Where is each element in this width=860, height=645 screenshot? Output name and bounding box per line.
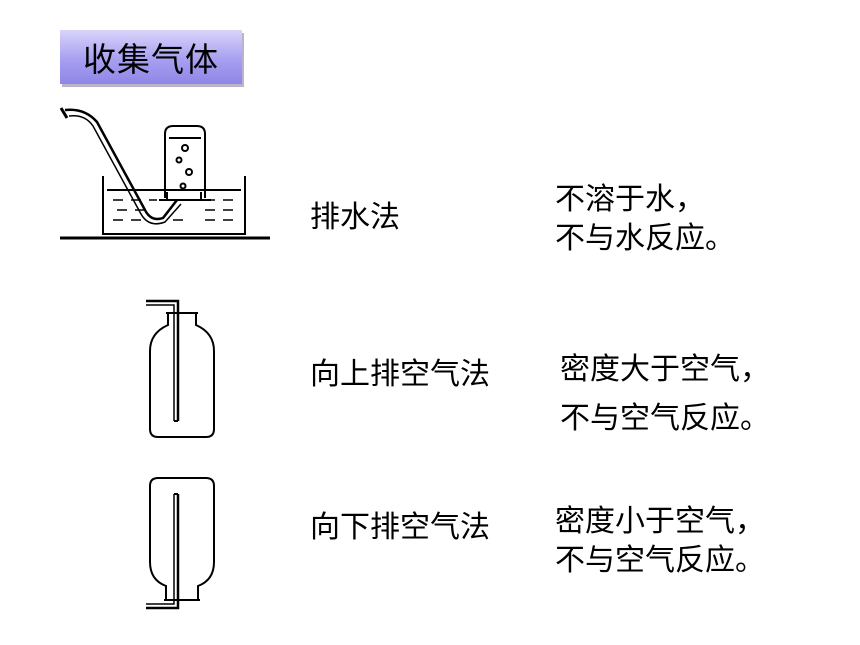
condition-line: 不溶于水， xyxy=(555,182,705,217)
method-label: 排水法 xyxy=(310,200,400,235)
condition-line: 密度小于空气， xyxy=(555,504,765,539)
condition-line: 不与空气反应。 xyxy=(560,401,770,436)
slide-title: 收集气体 xyxy=(60,30,242,84)
water-displacement-diagram xyxy=(55,100,275,245)
method-water-displacement: 排水法 xyxy=(310,198,400,237)
downward-air-displacement-diagram xyxy=(140,472,230,617)
slide-title-text: 收集气体 xyxy=(83,40,219,79)
condition-downward-air: 密度小于空气， 不与空气反应。 xyxy=(555,502,765,580)
method-label: 向下排空气法 xyxy=(310,510,490,545)
method-label: 向上排空气法 xyxy=(310,357,490,392)
condition-upward-air: 密度大于空气， 不与空气反应。 xyxy=(560,350,770,438)
condition-water-displacement: 不溶于水， 不与水反应。 xyxy=(555,180,735,258)
method-downward-air: 向下排空气法 xyxy=(310,508,490,547)
condition-line: 密度大于空气， xyxy=(560,352,770,387)
condition-line: 不与水反应。 xyxy=(555,221,735,256)
condition-line: 不与空气反应。 xyxy=(555,543,765,578)
upward-air-displacement-diagram xyxy=(140,295,230,445)
method-upward-air: 向上排空气法 xyxy=(310,355,490,394)
